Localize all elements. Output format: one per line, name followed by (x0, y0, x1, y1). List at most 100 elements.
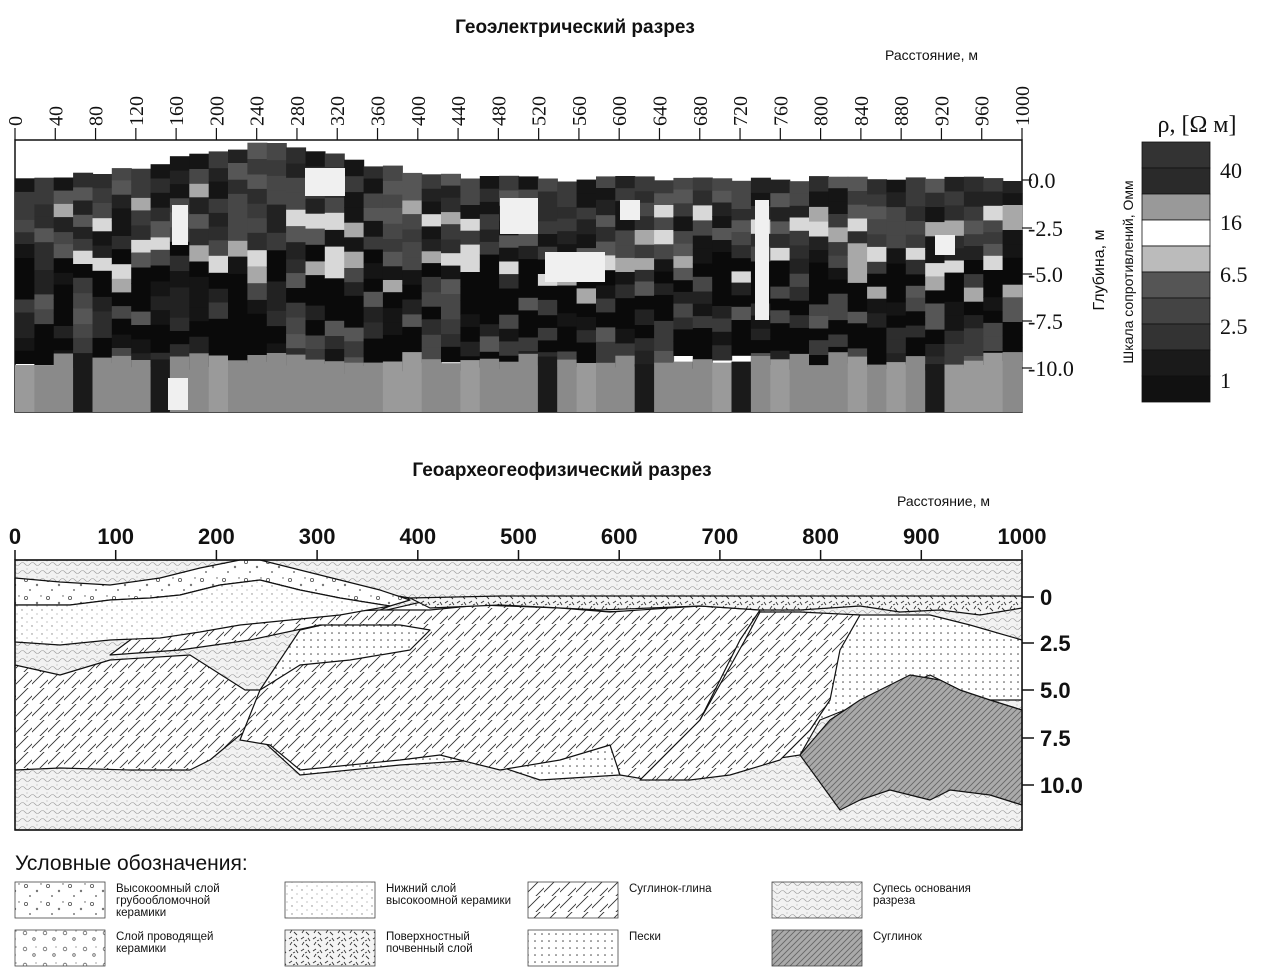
resistivity-cell (809, 328, 829, 341)
resistivity-cell (150, 237, 171, 251)
resistivity-cell (654, 217, 675, 231)
resistivity-cell (150, 310, 171, 326)
resistivity-cell (828, 242, 849, 257)
resistivity-cell (15, 350, 35, 364)
resistivity-cell (34, 228, 55, 243)
scale-swatch (1141, 245, 1211, 273)
resistivity-cell (305, 198, 326, 215)
resistivity-cell (189, 292, 210, 308)
resistivity-cell (944, 301, 965, 317)
resistivity-cell (537, 234, 558, 248)
resistivity-cell (247, 250, 268, 267)
resistivity-cell (576, 193, 597, 209)
resistivity-cell (150, 340, 171, 354)
resistivity-cell (963, 220, 984, 235)
resistivity-cell (111, 220, 132, 237)
resistivity-cell (692, 276, 713, 292)
resistivity-cell (905, 234, 926, 249)
resistivity-cell (208, 335, 229, 351)
resistivity-cell-high (755, 200, 769, 320)
resistivity-cell (92, 284, 113, 298)
resistivity-cell (983, 255, 1004, 271)
bottom-plot-frame (14, 559, 1023, 831)
resistivity-cell (111, 318, 132, 336)
resistivity-cell (344, 192, 365, 208)
resistivity-cell (363, 249, 384, 264)
resistivity-cell (15, 312, 35, 326)
resistivity-cell (344, 295, 365, 313)
resistivity-cell (479, 283, 500, 299)
resistivity-cell (479, 214, 500, 231)
resistivity-cell (421, 334, 442, 349)
resistivity-cell (712, 265, 733, 279)
resistivity-cell (692, 328, 713, 342)
resistivity-cell (983, 310, 1004, 324)
resistivity-cell (770, 221, 791, 235)
resistivity-cell (770, 323, 791, 337)
resistivity-cell (867, 364, 888, 412)
resistivity-cell (944, 272, 965, 288)
top-x-tick-label: 560 (569, 96, 591, 126)
resistivity-cell (847, 218, 868, 232)
resistivity-cell (15, 324, 35, 339)
resistivity-cell (983, 178, 1004, 193)
resistivity-cell (983, 270, 1004, 283)
resistivity-cell (983, 191, 1004, 207)
resistivity-cell (131, 210, 152, 226)
resistivity-cell (131, 298, 152, 313)
scale-swatch (1141, 271, 1211, 299)
resistivity-cell-high (172, 205, 188, 245)
top-x-tick-label: 960 (972, 96, 994, 126)
resistivity-cell (441, 239, 461, 254)
resistivity-cell (53, 232, 74, 245)
resistivity-cell (266, 160, 287, 177)
resistivity-cell (654, 320, 675, 337)
resistivity-cell (770, 336, 791, 352)
resistivity-cell (537, 356, 558, 412)
resistivity-cell (150, 207, 171, 222)
resistivity-cell (809, 340, 829, 356)
resistivity-cell (382, 292, 403, 309)
resistivity-cell (983, 220, 1004, 233)
resistivity-cell (886, 289, 907, 303)
resistivity-cell (809, 206, 829, 223)
top-x-tick-label: 720 (730, 96, 752, 126)
resistivity-cell (73, 277, 94, 294)
resistivity-cell (131, 225, 152, 241)
legend-swatch (284, 881, 376, 919)
resistivity-cell (809, 289, 829, 305)
resistivity-cell (925, 315, 946, 331)
resistivity-cell (73, 214, 94, 228)
layer-soil (409, 595, 1023, 616)
resistivity-cell (925, 263, 946, 278)
resistivity-cell (576, 317, 597, 331)
resistivity-cell (382, 180, 403, 196)
resistivity-cell (460, 326, 481, 343)
resistivity-cell (770, 310, 791, 324)
resistivity-cell (247, 355, 268, 412)
resistivity-cell (73, 238, 94, 252)
resistivity-cell (344, 282, 365, 297)
scale-value: 40 (1220, 158, 1242, 183)
resistivity-cell (305, 320, 326, 337)
resistivity-cell (73, 308, 94, 325)
resistivity-cell (344, 222, 365, 238)
scale-value: 1 (1220, 368, 1231, 393)
resistivity-cell (731, 195, 752, 210)
top-x-tick-label: 240 (247, 96, 269, 126)
resistivity-cell (228, 303, 248, 319)
resistivity-cell (886, 221, 907, 236)
resistivity-cell (169, 302, 190, 319)
layer-lower-ceramic (14, 579, 391, 646)
resistivity-cell (654, 335, 675, 352)
resistivity-cell (983, 282, 1004, 298)
resistivity-cell (770, 359, 791, 412)
resistivity-cell (518, 259, 539, 274)
resistivity-cell (150, 249, 171, 267)
resistivity-cell (150, 359, 171, 412)
resistivity-cell (208, 168, 229, 183)
resistivity-cell (34, 255, 55, 271)
resistivity-cell (712, 178, 733, 192)
